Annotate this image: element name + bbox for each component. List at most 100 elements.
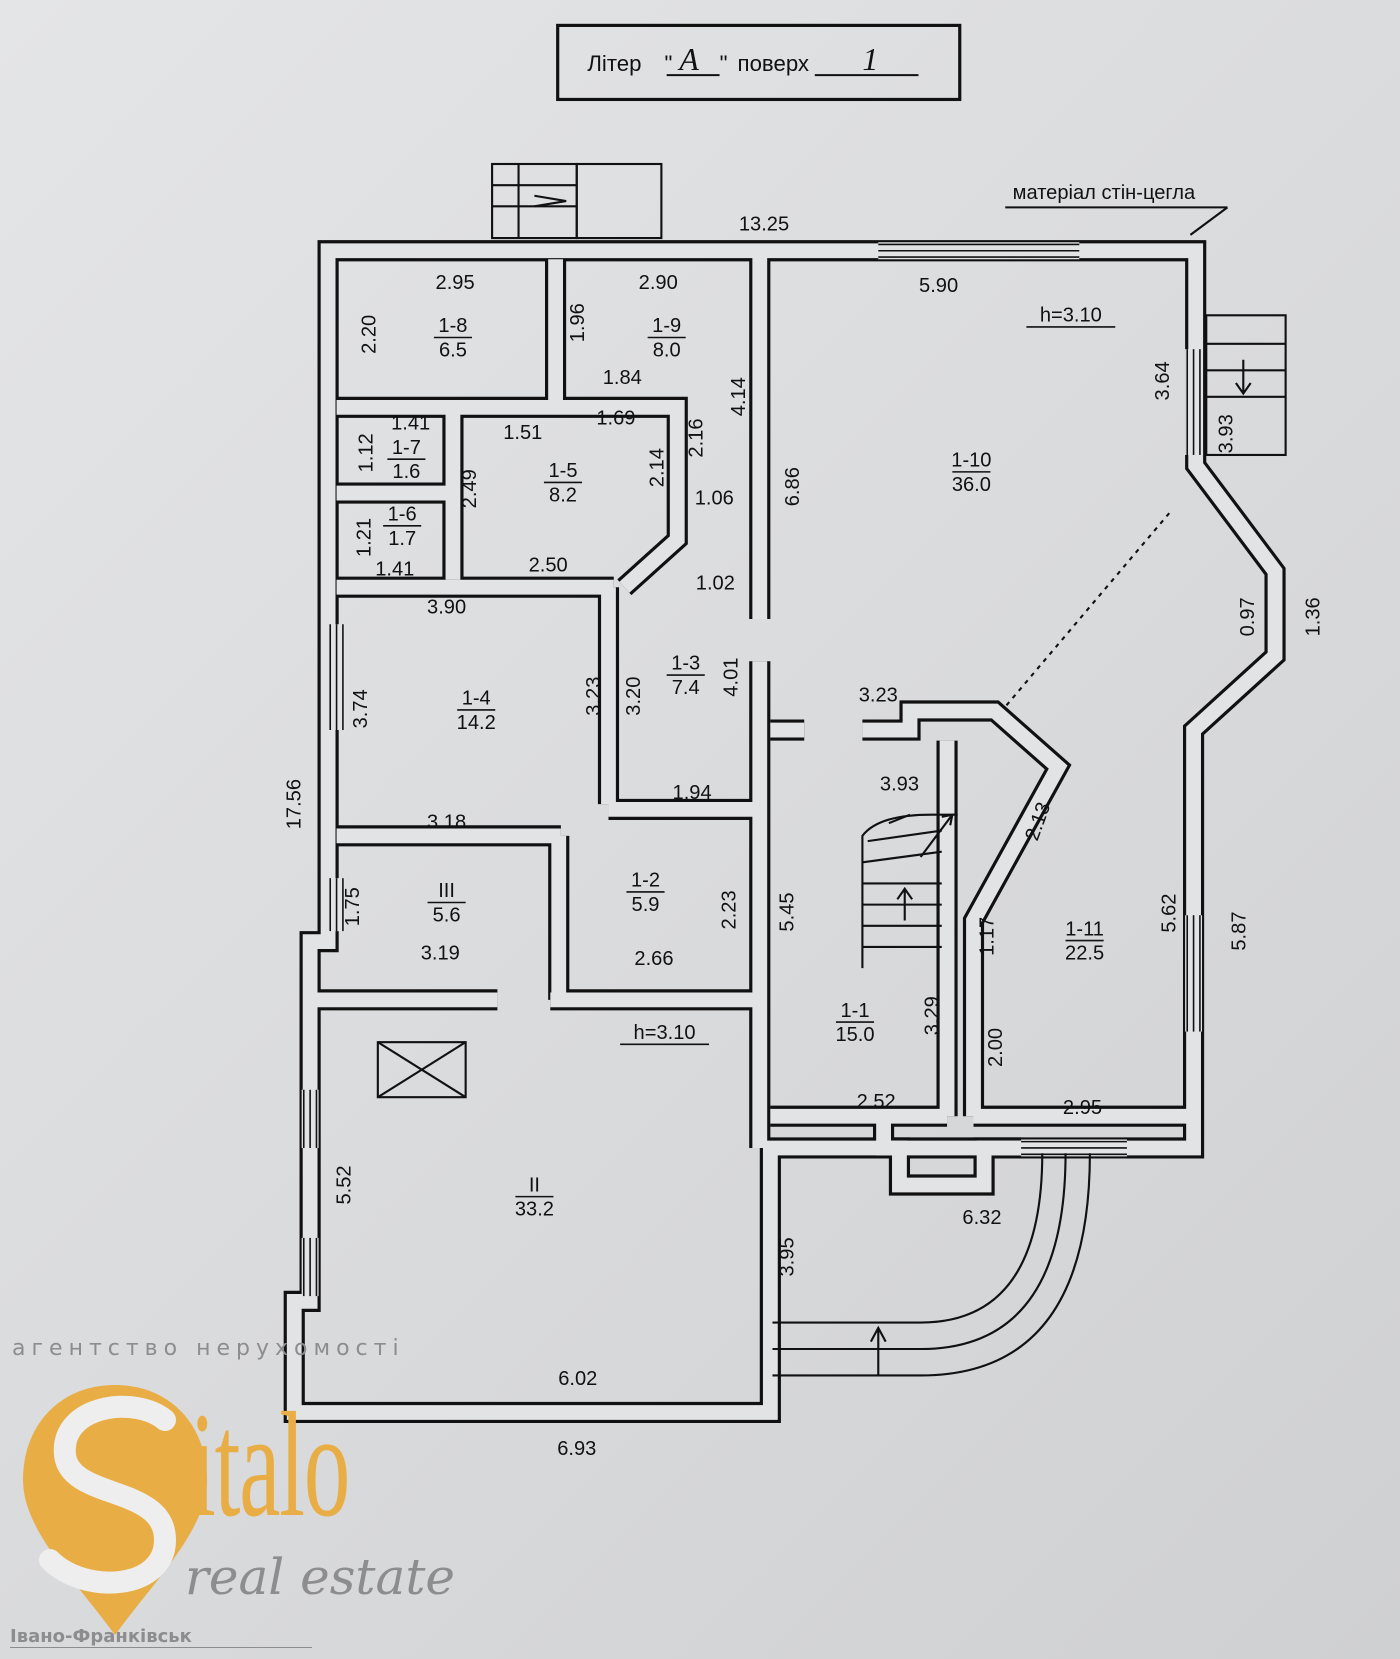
room-id: 1-5 bbox=[548, 460, 577, 482]
room-1-6: 1-61.7 bbox=[383, 504, 422, 550]
room-id: 1-10 bbox=[951, 450, 991, 472]
dimension-label: 6.86 bbox=[782, 467, 804, 506]
dimension-label: 1.96 bbox=[567, 303, 589, 342]
dimension-label: 2.52 bbox=[857, 1091, 896, 1113]
watermark-agency: агентство нерухомості bbox=[12, 1336, 405, 1361]
wall-core bbox=[770, 703, 1068, 1117]
room-id: III bbox=[438, 880, 455, 902]
garage-pit bbox=[376, 1041, 467, 1099]
dimension-label: 1.21 bbox=[353, 518, 375, 557]
logo-city: Івано-Франківськ bbox=[10, 1626, 312, 1648]
dimension-label: 1.36 bbox=[1302, 597, 1324, 636]
dimension-label: 3.20 bbox=[623, 677, 645, 716]
walls bbox=[283, 240, 1286, 1424]
logo-brand-text: italo bbox=[190, 1382, 350, 1548]
room-1-2: 1-25.9 bbox=[626, 870, 665, 916]
wall-segment bbox=[770, 700, 1072, 1117]
fixtures bbox=[376, 162, 1287, 1377]
room-area: 1.6 bbox=[392, 461, 420, 483]
room-id: 1-9 bbox=[652, 315, 681, 337]
dimension-label: 3.93 bbox=[1216, 414, 1238, 453]
dimension-label: 2.90 bbox=[639, 272, 678, 294]
dimension-label: 4.14 bbox=[728, 377, 750, 416]
room-1-1: 1-115.0 bbox=[835, 1000, 874, 1046]
entrance-landing bbox=[575, 162, 663, 240]
room-id: 1-1 bbox=[840, 1000, 869, 1022]
dimension-label: 2.50 bbox=[529, 554, 568, 576]
dimension-label: 1.17 bbox=[977, 917, 999, 956]
wall-core bbox=[876, 1116, 1022, 1193]
wall-core bbox=[336, 579, 614, 844]
dimension-label: 1.51 bbox=[503, 422, 542, 444]
quote-mark: " bbox=[665, 51, 673, 76]
room-id: 1-8 bbox=[438, 315, 467, 337]
dimension-label: 6.93 bbox=[557, 1438, 596, 1460]
dimension-label: 5.87 bbox=[1228, 912, 1250, 951]
room-area: 5.9 bbox=[632, 894, 660, 916]
entrance-steps-right bbox=[1205, 314, 1287, 457]
room-area: 7.4 bbox=[672, 677, 700, 699]
liter-label: Літер bbox=[587, 51, 641, 76]
dimension-label: 6.02 bbox=[558, 1368, 597, 1390]
wall-core bbox=[336, 407, 461, 580]
room-1-8: 1-86.5 bbox=[433, 315, 472, 362]
dimension-label: 1.41 bbox=[375, 559, 414, 581]
dimension-label: 5.45 bbox=[777, 892, 799, 931]
room-area: 33.2 bbox=[515, 1199, 554, 1221]
logo-pin-icon bbox=[23, 1385, 207, 1635]
room-id: 1-4 bbox=[462, 688, 491, 710]
room-1-3: 1-37.4 bbox=[666, 653, 705, 699]
room-id: 1-6 bbox=[388, 504, 417, 526]
room-area: 5.6 bbox=[433, 905, 461, 927]
dimension-label: 6.32 bbox=[962, 1207, 1001, 1229]
room-area: 14.2 bbox=[457, 712, 496, 734]
room-II: II 33.2 bbox=[515, 1174, 554, 1220]
staircase bbox=[861, 813, 958, 969]
room-1-7: 1-71.6 bbox=[387, 437, 426, 483]
arrow-icon bbox=[919, 813, 954, 858]
dimension-label: 5.52 bbox=[333, 1165, 355, 1204]
dimension-label: 3.23 bbox=[583, 677, 605, 716]
dimension-label: 2.20 bbox=[359, 315, 381, 354]
room-id: 1-3 bbox=[671, 653, 700, 675]
liter-value: A bbox=[677, 42, 699, 77]
dimension-label: 1.02 bbox=[696, 572, 735, 594]
room-area: 8.0 bbox=[653, 340, 681, 362]
wall-material-note: матеріал стін-цегла bbox=[1005, 182, 1229, 236]
room-1-5: 1-58.2 bbox=[543, 460, 583, 507]
dimension-label: 3.74 bbox=[350, 689, 372, 728]
room-1-4: 1-414.2 bbox=[457, 688, 496, 734]
floor-label: поверх bbox=[738, 51, 809, 76]
room-1-9: 1-98.0 bbox=[647, 315, 686, 362]
dimension-label: 13.25 bbox=[739, 214, 789, 236]
room-area: 6.5 bbox=[439, 340, 467, 362]
dimension-label: h=3.10 bbox=[1040, 305, 1102, 327]
title-frame bbox=[556, 23, 962, 102]
porch-steps bbox=[772, 1153, 1091, 1377]
dimension-label: 2.95 bbox=[436, 272, 475, 294]
arrow-icon bbox=[869, 1325, 887, 1376]
dimension-label: 2.14 bbox=[646, 448, 668, 487]
dimension-label: 3.64 bbox=[1152, 361, 1174, 400]
dimension-label: 2.16 bbox=[686, 418, 708, 457]
title-block: Літер " A " поверх 1 bbox=[556, 23, 962, 102]
room-area: 1.7 bbox=[388, 528, 416, 550]
wall-core bbox=[286, 243, 1283, 1420]
room-III: III 5.6 bbox=[427, 880, 466, 927]
room-area: 15.0 bbox=[835, 1024, 874, 1046]
dimension-label: 1.94 bbox=[673, 782, 712, 804]
room-area: 8.2 bbox=[549, 485, 577, 507]
arrow-icon bbox=[1235, 359, 1252, 396]
dimension-label: 17.56 bbox=[284, 779, 306, 829]
dimension-label: 2.66 bbox=[634, 948, 673, 970]
dimension-label: 1.75 bbox=[342, 887, 364, 926]
dimension-label: 1.12 bbox=[356, 433, 378, 472]
dimension-label: 3.95 bbox=[777, 1237, 799, 1276]
dimension-label: 3.29 bbox=[922, 996, 944, 1035]
dimension-label: 4.01 bbox=[721, 658, 743, 697]
room-id: II bbox=[529, 1174, 540, 1196]
wall-material-text: матеріал стін-цегла bbox=[1013, 182, 1196, 204]
